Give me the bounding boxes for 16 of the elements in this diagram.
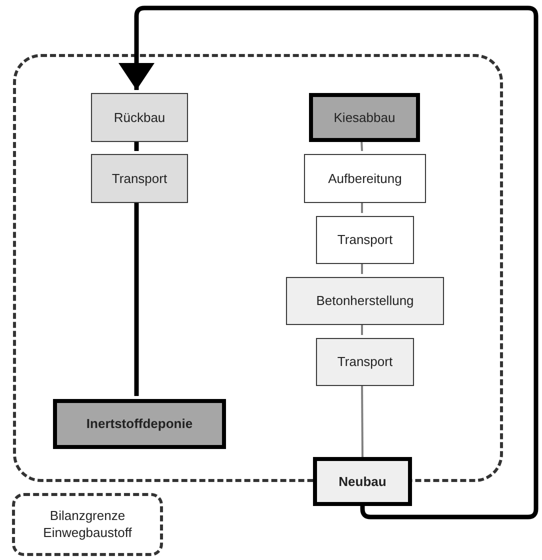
process-box: Neubau [313, 457, 412, 506]
process-box: Transport [316, 338, 414, 386]
process-box: Inertstoffdeponie [53, 399, 226, 449]
process-box: Kiesabbau [309, 93, 420, 142]
connector-line [134, 200, 139, 396]
process-box: Aufbereitung [304, 154, 426, 203]
connector-line [361, 322, 363, 335]
process-box: Betonherstellung [286, 277, 444, 325]
connector-line [134, 139, 139, 151]
process-box: Transport [91, 154, 188, 203]
legend-text: Bilanzgrenze Einwegbaustoff [42, 508, 133, 542]
process-box: Transport [316, 216, 414, 264]
connector-line [361, 200, 363, 213]
connector-line [361, 261, 363, 274]
process-box: Rückbau [91, 93, 188, 142]
connector-line [361, 383, 364, 457]
